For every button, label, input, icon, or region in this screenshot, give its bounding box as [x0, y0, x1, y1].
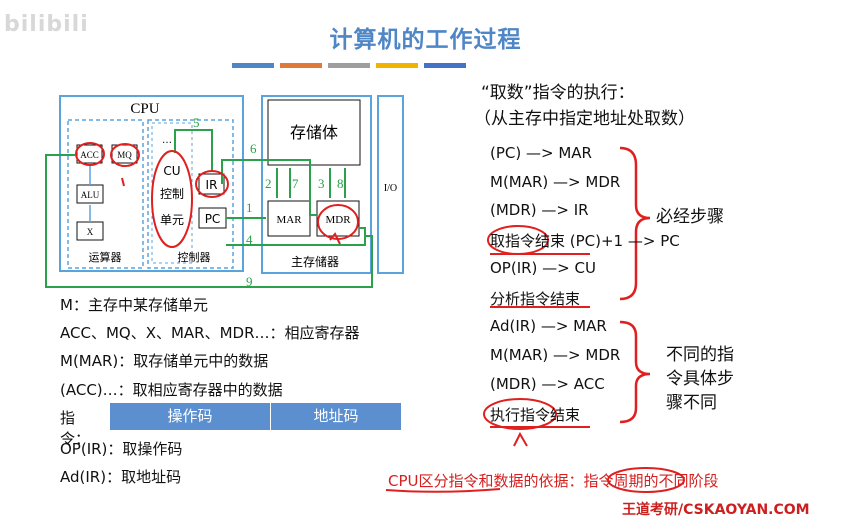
instruction-label: 指令： — [60, 409, 91, 448]
step-4: 取指令结束 (PC)+1 —> PC — [490, 232, 680, 250]
mar-box — [267, 200, 311, 237]
mdr-tick-mark — [329, 232, 341, 245]
title-bar-3 — [328, 63, 370, 68]
mq-label: MQ — [117, 150, 132, 160]
execute-tick-mark — [513, 431, 528, 447]
ir-label: IR — [206, 178, 218, 192]
step-number-6: 6 — [250, 141, 257, 156]
footnote-part-3: 的不同阶段 — [643, 472, 719, 490]
step-8: M(MAR) —> MDR — [490, 346, 621, 364]
step-number-1: 1 — [246, 200, 253, 215]
step-number-2: 2 — [265, 176, 272, 191]
footnote-part-1: CPU区分指令和数据的依据： — [388, 472, 584, 490]
cu-group-box — [147, 119, 234, 269]
pc-label: PC — [205, 212, 221, 226]
cu-group-label: 控制器 — [178, 250, 211, 264]
storage-box — [267, 99, 361, 166]
step-number-5: 5 — [193, 115, 200, 130]
cpu-label: CPU — [130, 101, 159, 117]
brace-required-steps — [619, 146, 651, 301]
right-subtitle: （从主存中指定地址处取数） — [474, 109, 695, 129]
title-bar-2 — [280, 63, 322, 68]
watermark: bilibili — [4, 12, 89, 37]
acc-label: ACC — [80, 150, 99, 160]
title-bar-4 — [376, 63, 418, 68]
cu-label-1: CU — [163, 164, 180, 178]
memory-box — [261, 95, 372, 274]
mdr-label: MDR — [325, 214, 351, 226]
legend-line-4: (ACC)…：取相应寄存器中的数据 — [60, 381, 283, 399]
step-9: (MDR) —> ACC — [490, 375, 605, 393]
address-field: 地址码 — [271, 403, 401, 430]
brand-footer: 王道考研/CSKAOYAN.COM — [622, 502, 810, 518]
brace-different-steps — [619, 320, 651, 424]
alu-label: ALU — [81, 190, 100, 200]
step-number-8: 8 — [337, 176, 344, 191]
cu-highlight-ellipse — [151, 150, 193, 248]
step-number-4: 4 — [246, 232, 253, 247]
footnote-part-2: 指令周期 — [583, 472, 644, 490]
alu-group-box — [67, 119, 144, 269]
step-1: (PC) —> MAR — [490, 144, 592, 162]
title-bar-1 — [232, 63, 274, 68]
step-highlight-execute — [483, 398, 557, 430]
legend-line-3: M(MAR)：取存储单元中的数据 — [60, 352, 269, 370]
right-title: “取数”指令的执行： — [481, 83, 635, 103]
brace-label-different-1: 不同的指 — [666, 345, 734, 365]
brace-label-required: 必经步骤 — [656, 207, 724, 227]
footnote: CPU区分指令和数据的依据：指令周期的不同阶段 — [388, 470, 719, 491]
cu-label-2: 控制 — [160, 187, 184, 201]
title-bar-5 — [424, 63, 466, 68]
step-number-7: 7 — [292, 176, 299, 191]
footnote-highlight — [607, 467, 685, 493]
memory-group-label: 主存储器 — [291, 254, 339, 269]
step-7: Ad(IR) —> MAR — [490, 317, 607, 335]
mar-label: MAR — [276, 214, 302, 226]
mq-tick-mark — [121, 177, 125, 187]
io-box — [377, 95, 404, 274]
mq-highlight-ellipse — [110, 143, 140, 167]
opcode-field: 操作码 — [110, 403, 271, 430]
ir-highlight-ellipse — [195, 170, 229, 198]
step-10: 执行指令结束 — [490, 406, 581, 424]
step-number-3: 3 — [318, 176, 325, 191]
io-label: I/O — [384, 183, 397, 194]
step-6: 分析指令结束 — [490, 290, 581, 308]
ir-box — [198, 173, 225, 195]
brace-label-different-2: 令具体步 — [666, 369, 734, 389]
storage-label: 存储体 — [290, 123, 338, 142]
legend-line-1: M：主存中某存储单元 — [60, 296, 208, 314]
step-2: M(MAR) —> MDR — [490, 173, 621, 191]
footnote-underline — [385, 488, 501, 493]
legend-opcode: OP(IR)：取操作码 — [60, 440, 183, 458]
legend-line-2: ACC、MQ、X、MAR、MDR…：相应寄存器 — [60, 324, 360, 342]
slide-title: 计算机的工作过程 — [329, 27, 522, 53]
cu-label-3: 单元 — [160, 213, 184, 227]
step-5: OP(IR) —> CU — [490, 259, 596, 277]
step-3: (MDR) —> IR — [490, 201, 589, 219]
legend-address: Ad(IR)：取地址码 — [60, 468, 182, 486]
cu-dots: … — [162, 135, 172, 146]
mdr-box — [316, 200, 360, 237]
step-number-9: 9 — [246, 274, 253, 289]
x-label: X — [87, 227, 94, 237]
brace-label-different-3: 骤不同 — [666, 393, 717, 413]
alu-group-label: 运算器 — [89, 250, 122, 264]
acc-highlight-ellipse — [75, 142, 105, 166]
cpu-box — [59, 95, 244, 272]
